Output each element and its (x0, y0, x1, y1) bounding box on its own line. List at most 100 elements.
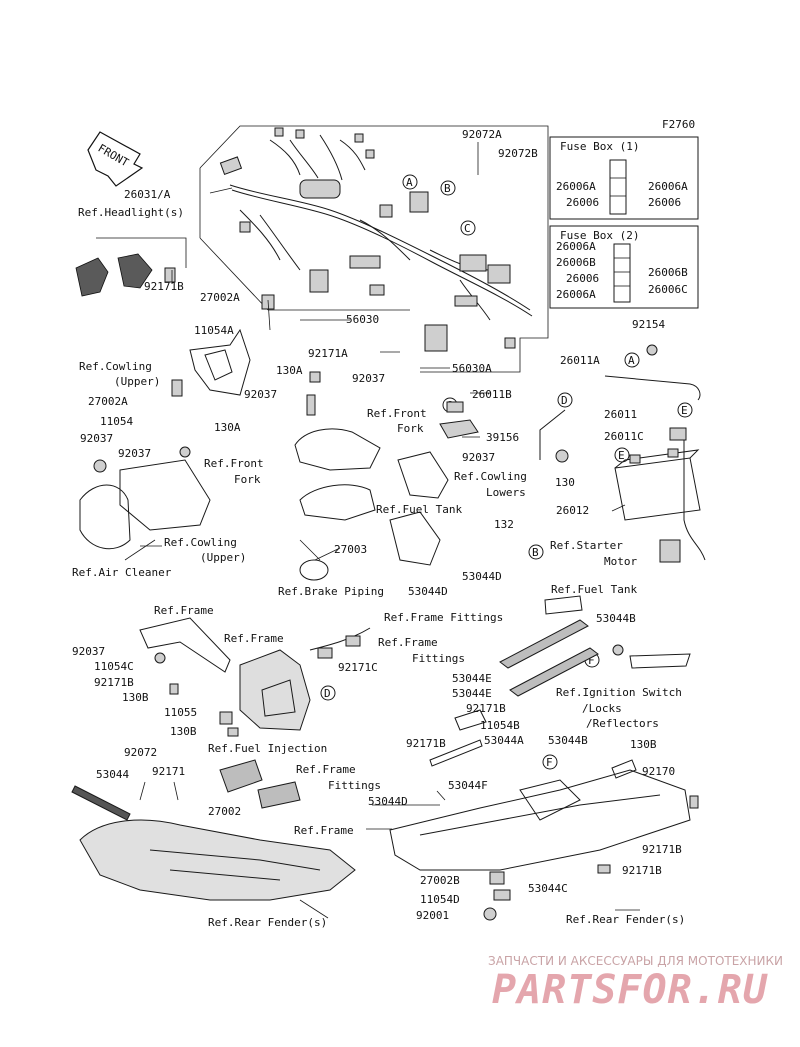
label-27002A: 27002A (200, 291, 240, 304)
leader-lines (124, 142, 640, 919)
front-arrow-icon: FRONT (87, 131, 144, 187)
svg-text:F: F (588, 654, 595, 667)
fuse-box-2-left-1: 26006B (556, 256, 596, 269)
figure-code: F2760 (662, 118, 695, 131)
label-26011C: 26011C (604, 430, 644, 443)
svg-text:E: E (618, 449, 625, 462)
fuse-box-1-right-0: 26006A (648, 180, 688, 193)
label-132: 132 (494, 518, 514, 531)
callout-c-1: C (460, 220, 476, 236)
harness-outline (199, 125, 549, 373)
label-frame-fittings-3b: Fittings (328, 779, 381, 792)
label-92171B-3: 92171B (406, 737, 446, 750)
cowling-lowers (389, 451, 449, 566)
callout-b-1: B (440, 180, 456, 196)
label-frame-fittings-2b: Fittings (412, 652, 465, 665)
svg-text:D: D (324, 687, 331, 700)
fuse-box-1-title: Fuse Box (1) (560, 140, 639, 153)
rear-frame (389, 709, 699, 921)
label-ignition-3: /Reflectors (586, 717, 659, 730)
svg-text:A: A (406, 176, 413, 189)
label-53044E-1: 53044E (452, 672, 492, 685)
label-starter-1: Ref.Starter (550, 539, 623, 552)
label-brake-piping: Ref.Brake Piping (278, 585, 384, 598)
label-cowling-upper-1: Ref.Cowling (79, 360, 152, 373)
label-11055: 11055 (164, 706, 197, 719)
label-53044B-1: 53044B (596, 612, 636, 625)
label-cowling-upper-3: Ref.Cowling (164, 536, 237, 549)
label-92170: 92170 (642, 765, 675, 778)
label-fuel-tank-1: Ref.Fuel Tank (376, 503, 462, 516)
label-frame-1: Ref.Frame (154, 604, 214, 617)
battery (614, 448, 701, 521)
label-front-fork-2a: Ref.Front (204, 457, 264, 470)
label-56030: 56030 (346, 313, 379, 326)
label-fuel-tank-2: Ref.Fuel Tank (551, 583, 637, 596)
label-130A-2: 130A (214, 421, 241, 434)
callout-e-1: E (677, 402, 693, 418)
watermark-line-1: ЗАПЧАСТИ И АКСЕССУАРЫ ДЛЯ МОТОТЕХНИКИ (488, 954, 783, 968)
label-92037-6: 92037 (72, 645, 105, 658)
label-air-cleaner: Ref.Air Cleaner (72, 566, 172, 579)
callout-f-2: F (542, 754, 558, 770)
label-27003: 27003 (334, 543, 367, 556)
label-front-fork-1b: Fork (397, 422, 424, 435)
label-92072A: 92072A (462, 128, 502, 141)
label-92171B-2: 92171B (466, 702, 506, 715)
cowling-bracket (171, 294, 321, 416)
label-53044B-2: 53044B (548, 734, 588, 747)
fuse-box-2-panel: Fuse Box (2) 26006A 26006B 26006 26006A … (549, 225, 699, 309)
fuse-box-2-right-0: 26006B (648, 266, 688, 279)
ecu-module (219, 759, 301, 809)
label-53044: 53044 (96, 768, 129, 781)
label-front-fork-2b: Fork (234, 473, 261, 486)
label-56030A: 56030A (452, 362, 492, 375)
label-frame-2: Ref.Frame (224, 632, 284, 645)
fuse-box-2-left-0: 26006A (556, 240, 596, 253)
label-53044D-3: 53044D (368, 795, 408, 808)
label-26011A: 26011A (560, 354, 600, 367)
fuse-box-1-right-1: 26006 (648, 196, 681, 209)
label-53044D-1: 53044D (462, 570, 502, 583)
callout-a-2: A (624, 352, 640, 368)
headlight-parts (75, 237, 187, 297)
label-92171A: 92171A (308, 347, 348, 360)
fuse-box-2-right-1: 26006C (648, 283, 688, 296)
label-92171B-headlight: 92171B (144, 280, 184, 293)
wiring-harness (219, 127, 533, 352)
fuse-box-2-left-2: 26006 (566, 272, 599, 285)
callout-d-2: D (320, 685, 336, 701)
label-rear-fender-2: Ref.Rear Fender(s) (566, 913, 685, 926)
fuse-box-1-left-1: 26006 (566, 196, 599, 209)
label-92171B-5: 92171B (622, 864, 662, 877)
svg-text:E: E (681, 404, 688, 417)
label-ignition-1: Ref.Ignition Switch (556, 686, 682, 699)
label-130B-2: 130B (170, 725, 197, 738)
svg-text:B: B (532, 546, 539, 559)
label-frame-fittings-3a: Ref.Frame (296, 763, 356, 776)
label-27002B: 27002B (420, 874, 460, 887)
label-130A-1: 130A (276, 364, 303, 377)
starter-cables (539, 344, 706, 563)
label-92171C: 92171C (338, 661, 378, 674)
label-cowling-upper-2: (Upper) (114, 375, 160, 388)
label-26011: 26011 (604, 408, 637, 421)
label-53044C: 53044C (528, 882, 568, 895)
brake-piping (309, 627, 371, 659)
air-cleaner-cover (79, 446, 211, 550)
label-92154: 92154 (632, 318, 665, 331)
label-130B-3: 130B (630, 738, 657, 751)
svg-text:C: C (464, 222, 471, 235)
label-11054: 11054 (100, 415, 133, 428)
callout-d-1: D (557, 392, 573, 408)
fuse-box-2-left-3: 26006A (556, 288, 596, 301)
label-92037-3: 92037 (80, 432, 113, 445)
label-cowling-upper-4: (Upper) (200, 551, 246, 564)
label-cowling-lowers-1: Ref.Cowling (454, 470, 527, 483)
label-26011B: 26011B (472, 388, 512, 401)
label-27002: 27002 (208, 805, 241, 818)
label-92072B: 92072B (498, 147, 538, 160)
label-92171B-4: 92171B (642, 843, 682, 856)
